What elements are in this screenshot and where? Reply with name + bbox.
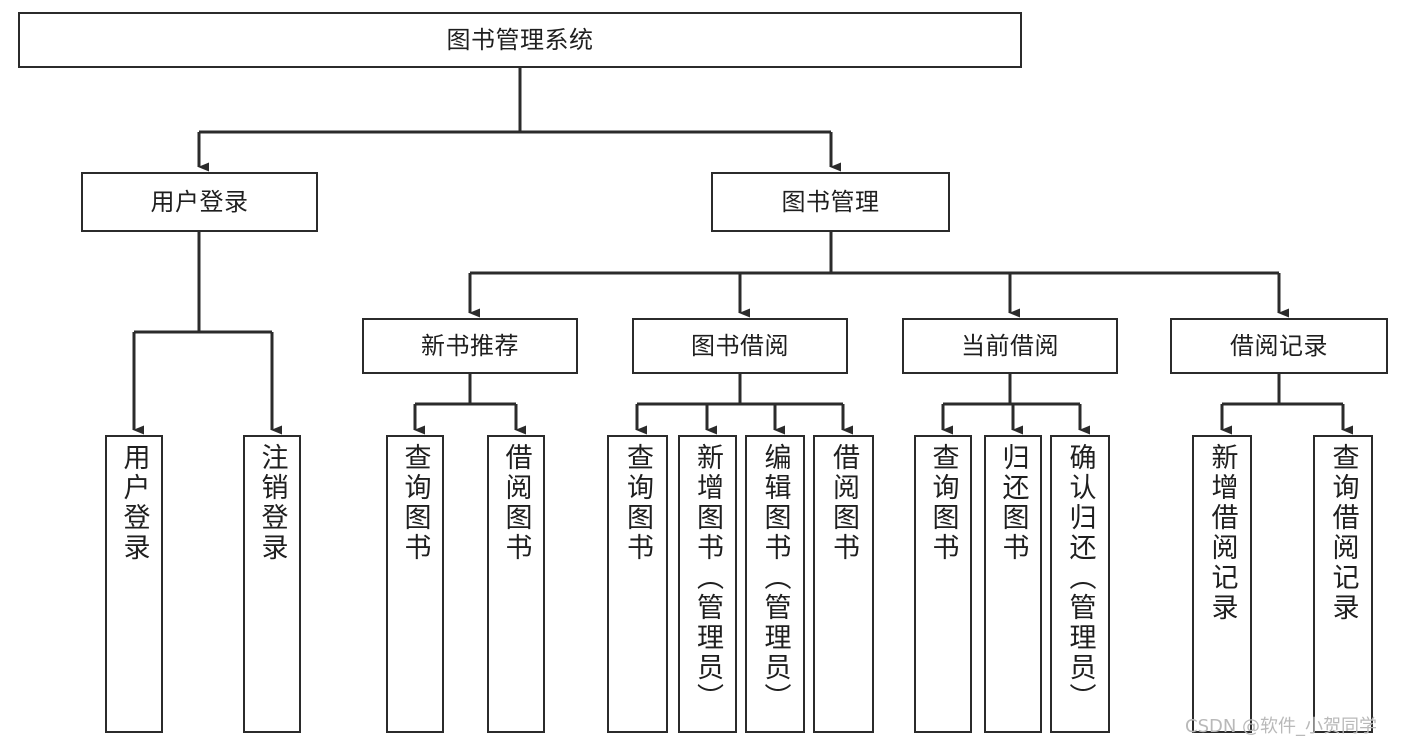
node-leaf-current-query-book-label: 查询图书 [927,443,959,563]
node-leaf-record-add[interactable]: 新增借阅记录 [1192,435,1252,733]
node-book-manage-label: 图书管理 [781,187,880,216]
node-leaf-user-login[interactable]: 用户登录 [105,435,163,733]
node-borrow-record[interactable]: 借阅记录 [1170,318,1388,374]
node-new-book-rec-label: 新书推荐 [421,331,519,360]
node-new-book-rec[interactable]: 新书推荐 [362,318,578,374]
node-leaf-borrow-edit-book-label: 编辑图书（管理员） [759,443,791,713]
node-leaf-borrow-query-book-label: 查询图书 [622,443,653,563]
node-leaf-record-add-label: 新增借阅记录 [1206,443,1238,623]
node-leaf-record-query-label: 查询借阅记录 [1327,443,1359,623]
node-leaf-current-query-book[interactable]: 查询图书 [914,435,972,733]
node-current-borrow-label: 当前借阅 [961,331,1059,360]
node-book-borrow[interactable]: 图书借阅 [632,318,848,374]
node-leaf-current-confirm-return-label: 确认归还（管理员） [1064,443,1096,713]
node-leaf-borrow-add-book-label: 新增图书（管理员） [692,443,723,713]
node-leaf-borrow-borrow-book-label: 借阅图书 [828,443,859,563]
node-leaf-user-login-label: 用户登录 [118,443,150,563]
node-current-borrow[interactable]: 当前借阅 [902,318,1118,374]
node-leaf-rec-borrow-book-label: 借阅图书 [500,443,532,563]
node-leaf-rec-borrow-book[interactable]: 借阅图书 [487,435,545,733]
node-leaf-borrow-query-book[interactable]: 查询图书 [607,435,668,733]
node-leaf-user-logout[interactable]: 注销登录 [243,435,301,733]
node-book-manage[interactable]: 图书管理 [711,172,950,232]
node-leaf-current-return-book-label: 归还图书 [997,443,1029,563]
node-leaf-record-query[interactable]: 查询借阅记录 [1313,435,1373,733]
node-borrow-record-label: 借阅记录 [1230,331,1328,360]
node-root[interactable]: 图书管理系统 [18,12,1022,68]
node-leaf-current-return-book[interactable]: 归还图书 [984,435,1042,733]
node-leaf-rec-query-book-label: 查询图书 [399,443,431,563]
node-user-login[interactable]: 用户登录 [81,172,318,232]
node-book-borrow-label: 图书借阅 [691,331,789,360]
node-root-label: 图书管理系统 [446,25,594,54]
node-leaf-rec-query-book[interactable]: 查询图书 [386,435,444,733]
node-leaf-user-logout-label: 注销登录 [256,443,288,563]
node-leaf-borrow-borrow-book[interactable]: 借阅图书 [813,435,874,733]
node-leaf-current-confirm-return[interactable]: 确认归还（管理员） [1050,435,1110,733]
node-leaf-borrow-add-book[interactable]: 新增图书（管理员） [678,435,737,733]
csdn-watermark: CSDN @软件_小贺同学 [1185,716,1378,737]
node-leaf-borrow-edit-book[interactable]: 编辑图书（管理员） [745,435,805,733]
node-user-login-label: 用户登录 [150,187,249,216]
